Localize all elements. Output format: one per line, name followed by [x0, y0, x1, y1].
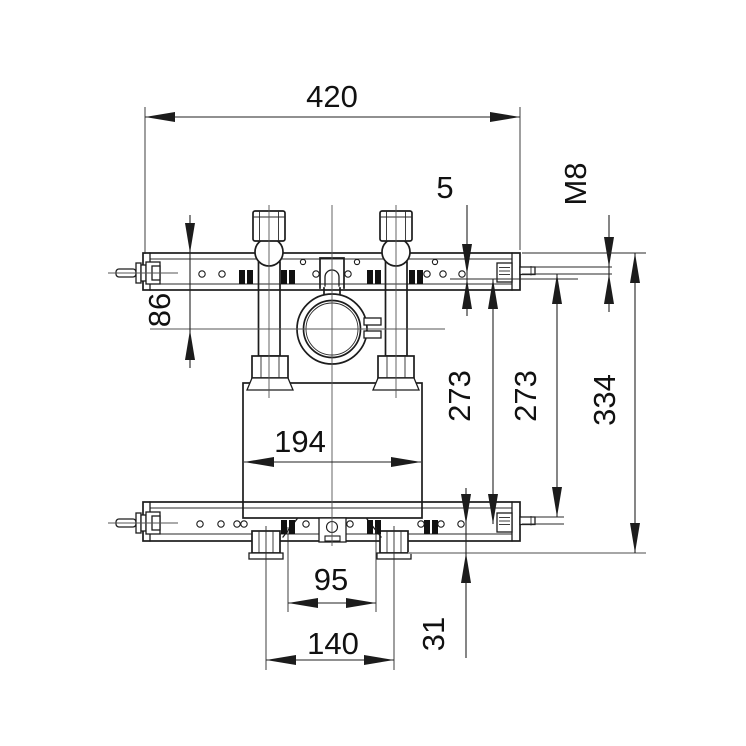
left-wall-stud-bottom [108, 511, 178, 535]
dimension-86 [185, 215, 195, 368]
dimension-334 [522, 252, 646, 553]
dim-label-273-a: 273 [442, 370, 477, 422]
dim-label-31: 31 [416, 617, 451, 651]
dimension-m8 [450, 215, 614, 312]
dim-label-m8: M8 [558, 162, 593, 205]
dimension-273-b [522, 274, 564, 525]
left-wall-stud-top [108, 261, 178, 285]
spring-clips [239, 270, 438, 534]
dimension-31 [461, 488, 471, 658]
dim-label-194: 194 [274, 424, 326, 459]
mounting-box [242, 382, 423, 519]
dim-label-273-b: 273 [508, 370, 543, 422]
dimension-420 [144, 107, 521, 254]
rail-holes [196, 258, 466, 528]
pipe-lower-nut-left [246, 355, 294, 391]
dimension-194 [244, 457, 421, 467]
dimension-273-a [488, 279, 498, 524]
dimension-95 [287, 527, 377, 612]
dim-label-86: 86 [142, 293, 177, 327]
dimension-5 [462, 205, 472, 316]
dim-label-95: 95 [314, 562, 348, 597]
dim-label-140: 140 [307, 626, 359, 661]
clamp-lug [363, 317, 382, 326]
rail-end-bracket [496, 512, 513, 533]
bottom-centre-bracket [318, 517, 347, 543]
dim-label-5: 5 [436, 170, 453, 205]
dim-label-334: 334 [587, 374, 622, 426]
m8-stud-icon [519, 516, 536, 526]
clamp-lug [363, 330, 382, 339]
dim-label-420: 420 [306, 79, 358, 114]
m8-stud-icon [519, 266, 536, 276]
dimension-140 [265, 526, 395, 670]
centre-lines [150, 205, 445, 546]
